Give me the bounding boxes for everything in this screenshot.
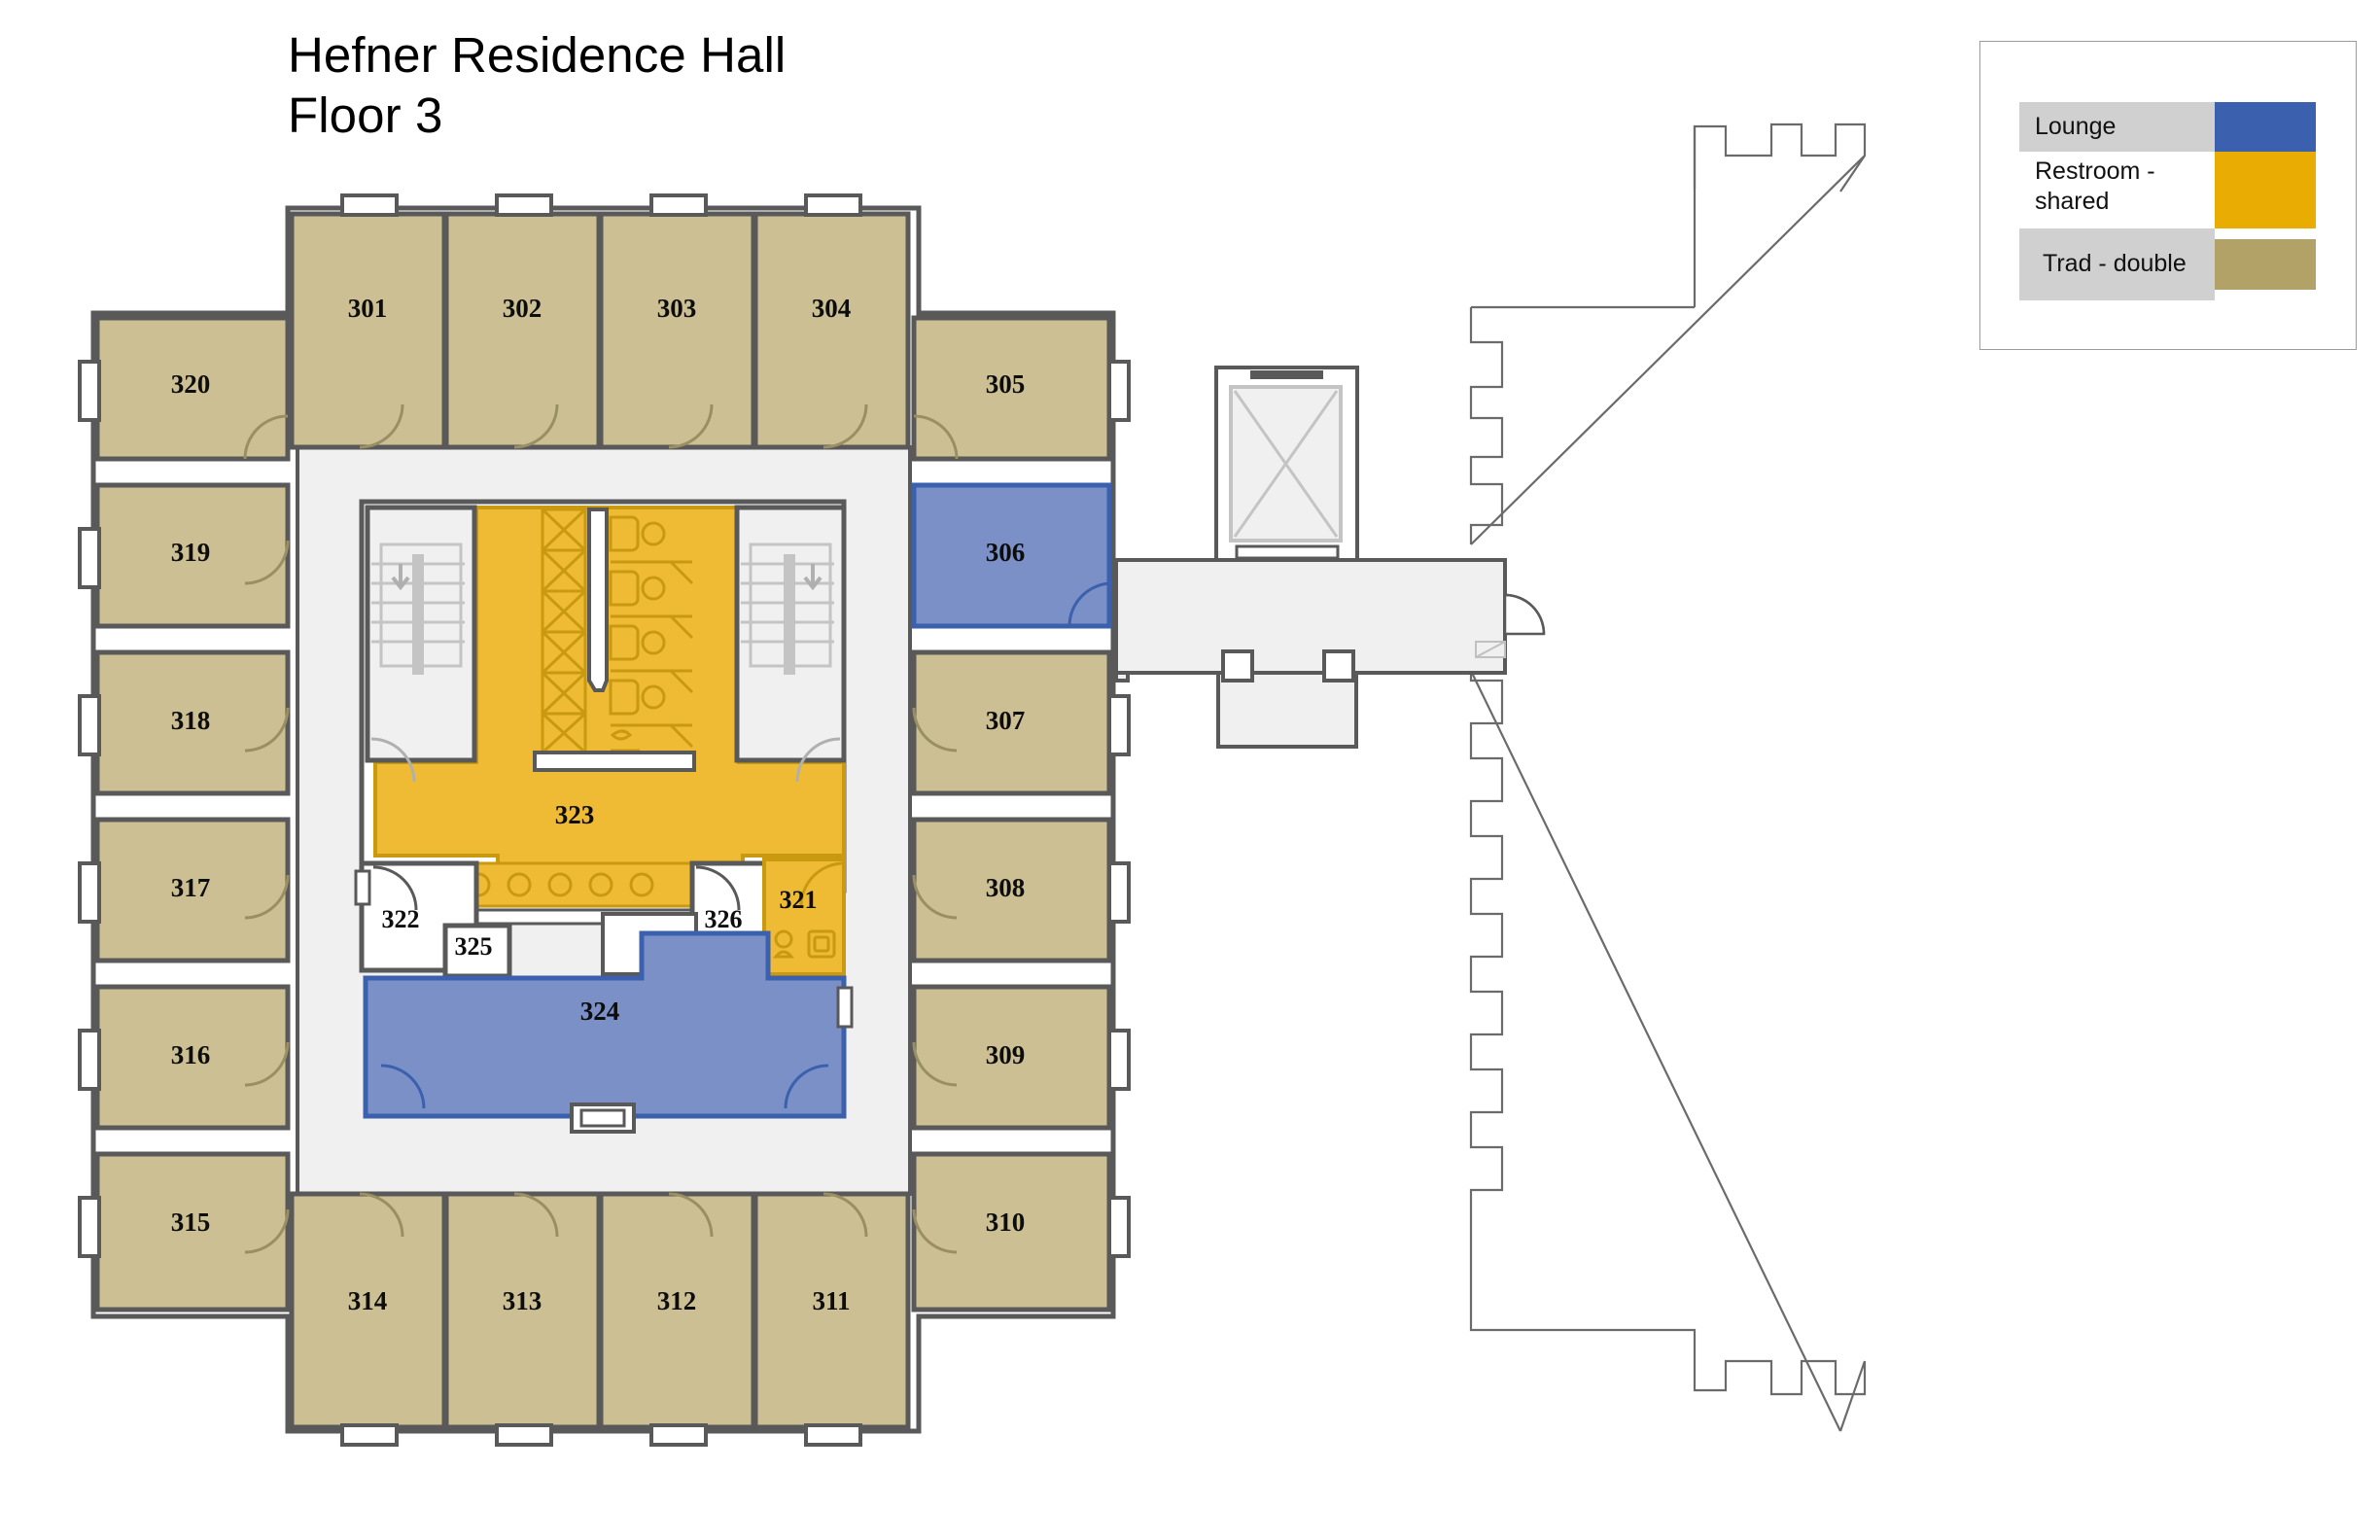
room-318[interactable]	[94, 649, 291, 796]
legend-label: Lounge	[2019, 102, 2215, 152]
room-label-324: 324	[580, 997, 620, 1026]
room-324-lounge[interactable]	[363, 930, 847, 1119]
room-group-east	[911, 315, 1131, 1312]
room-label-323: 323	[555, 800, 595, 829]
room-label-302: 302	[503, 294, 542, 323]
elevator-lobby-connector	[1114, 366, 1546, 749]
legend-item-restroom-shared[interactable]: Restroom - shared	[2019, 152, 2316, 228]
room-label-305: 305	[986, 369, 1026, 399]
room-label-316: 316	[171, 1040, 211, 1069]
room-label-325: 325	[455, 932, 493, 961]
room-314[interactable]	[289, 1191, 447, 1430]
room-label-315: 315	[171, 1208, 211, 1237]
room-317[interactable]	[94, 817, 291, 963]
accessible-fixture-icon	[772, 929, 836, 959]
building-name: Hefner Residence Hall	[288, 27, 787, 83]
room-label-317: 317	[171, 873, 211, 902]
legend-label: Restroom - shared	[2035, 158, 2155, 216]
room-316[interactable]	[94, 984, 291, 1131]
room-label-322: 322	[382, 905, 420, 933]
room-label-321: 321	[780, 886, 818, 914]
room-label-320: 320	[171, 369, 211, 399]
room-303[interactable]	[598, 211, 756, 450]
stair-west[interactable]	[365, 505, 477, 783]
room-label-303: 303	[657, 294, 697, 323]
room-label-312: 312	[657, 1286, 697, 1315]
room-label-311: 311	[812, 1286, 850, 1315]
legend-swatch-trad	[2215, 239, 2316, 290]
room-group-south	[289, 1191, 911, 1447]
central-core	[354, 499, 854, 1134]
stair-east[interactable]	[734, 505, 847, 783]
room-304[interactable]	[752, 211, 911, 450]
room-labels: 301 302 303 304 305 306 307 308 309 310 …	[171, 294, 1026, 1315]
room-308[interactable]	[911, 817, 1112, 963]
room-label-326: 326	[705, 905, 743, 933]
room-label-308: 308	[986, 873, 1026, 902]
room-label-314: 314	[348, 1286, 388, 1315]
room-310[interactable]	[911, 1151, 1112, 1312]
room-313[interactable]	[443, 1191, 602, 1430]
room-group-north	[289, 193, 911, 450]
legend-swatch-restroom	[2215, 152, 2316, 228]
room-label-310: 310	[986, 1208, 1026, 1237]
room-group-west	[78, 315, 291, 1312]
toilet-stalls	[541, 508, 587, 754]
room-311[interactable]	[752, 1191, 911, 1430]
room-label-309: 309	[986, 1040, 1026, 1069]
room-label-301: 301	[348, 294, 388, 323]
room-label-318: 318	[171, 706, 211, 735]
room-312[interactable]	[598, 1191, 756, 1430]
room-325[interactable]	[442, 923, 512, 979]
room-label-307: 307	[986, 706, 1026, 735]
room-322[interactable]	[359, 860, 479, 973]
room-label-319: 319	[171, 538, 211, 567]
room-label-306: 306	[986, 538, 1026, 567]
page-title: Hefner Residence Hall Floor 3	[288, 25, 786, 146]
room-302[interactable]	[443, 211, 602, 450]
room-305[interactable]	[911, 315, 1112, 462]
adjacent-building-outline	[1469, 122, 1867, 1432]
legend-label: Trad - double	[2019, 228, 2215, 300]
room-label-304: 304	[812, 294, 852, 323]
floor-name: Floor 3	[288, 88, 443, 144]
room-label-313: 313	[503, 1286, 542, 1315]
legend-panel: Lounge Restroom - shared Trad - double	[1979, 41, 2357, 350]
legend-item-lounge[interactable]: Lounge	[2019, 102, 2316, 152]
legend-swatch-lounge	[2215, 102, 2316, 152]
legend-item-trad-double[interactable]: Trad - double	[2019, 228, 2316, 300]
room-301[interactable]	[289, 211, 447, 450]
room-315[interactable]	[94, 1151, 291, 1312]
